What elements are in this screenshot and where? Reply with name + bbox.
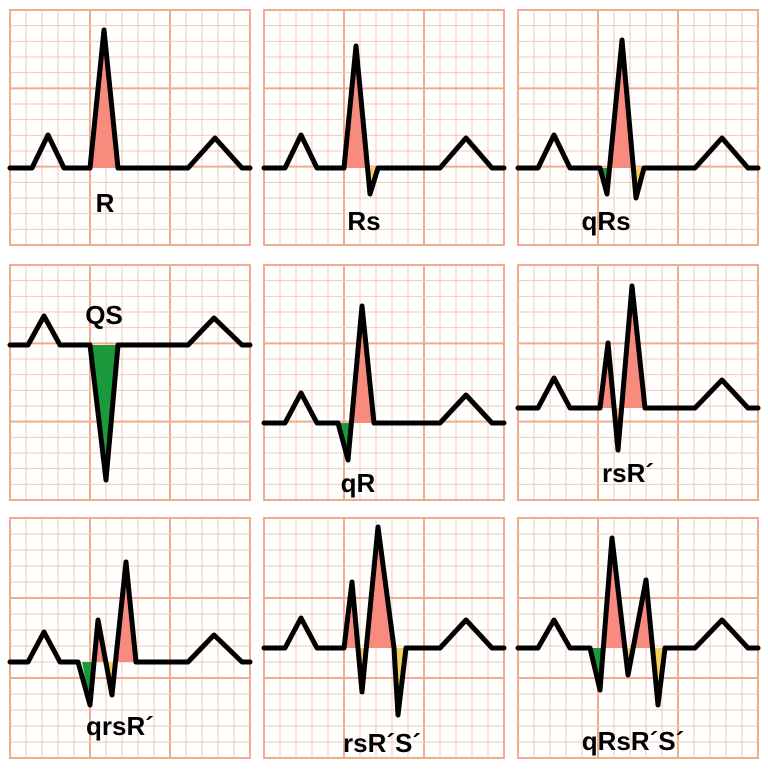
complex-label: rsR´S´ [343, 728, 421, 758]
positive-deflection-fill [366, 527, 393, 648]
ecg-trace [515, 535, 761, 708]
ecg-trace [515, 37, 761, 201]
panel-qs: QS [7, 264, 253, 501]
complex-label: qRs [581, 206, 630, 236]
panel-border [517, 517, 759, 759]
panel-border [9, 9, 251, 246]
ecg-trace [7, 313, 253, 483]
ecg-trace [261, 303, 507, 463]
panel-rsr-prime: rsR´ [515, 264, 761, 501]
ecg-grid [518, 518, 758, 758]
ecg-trace [7, 27, 253, 171]
panel-border [263, 517, 505, 759]
panel-border [9, 517, 251, 759]
panel-border [517, 264, 759, 501]
q-wave-fill [90, 345, 118, 480]
positive-deflection-fill [610, 40, 632, 168]
positive-deflection-fill [621, 286, 645, 408]
positive-deflection-fill [90, 30, 118, 168]
panel-qrsr-prime-s-prime: qRsR´S´ [515, 517, 761, 759]
ecg-trace [7, 559, 253, 708]
panel-r: R [7, 9, 253, 246]
panel-qrs: qRs [515, 9, 761, 246]
complex-label: R [96, 188, 115, 218]
panel-border [263, 264, 505, 501]
panel-border [263, 9, 505, 246]
complex-label: rsR´ [602, 458, 654, 488]
complex-label: Rs [347, 206, 380, 236]
ecg-grid [518, 10, 758, 245]
panel-border [9, 264, 251, 501]
complex-label: qRsR´S´ [582, 726, 685, 756]
panel-rs: Rs [261, 9, 507, 246]
complex-label: qrsR´ [86, 711, 154, 741]
panel-rsr-prime-s-prime: rsR´S´ [261, 517, 507, 759]
ecg-grid [264, 10, 504, 245]
ecg-trace [261, 524, 507, 718]
ecg-trace [515, 283, 761, 453]
ecg-grid [10, 265, 250, 500]
panel-border [517, 9, 759, 246]
complex-label: qR [341, 468, 376, 498]
panel-qrsr-prime: qrsR´ [7, 517, 253, 759]
ecg-trace [261, 43, 507, 197]
ecg-grid [264, 265, 504, 500]
ecg-grid [10, 10, 250, 245]
complex-label: QS [85, 300, 123, 330]
panel-qr: qR [261, 264, 507, 501]
positive-deflection-fill [604, 538, 624, 648]
